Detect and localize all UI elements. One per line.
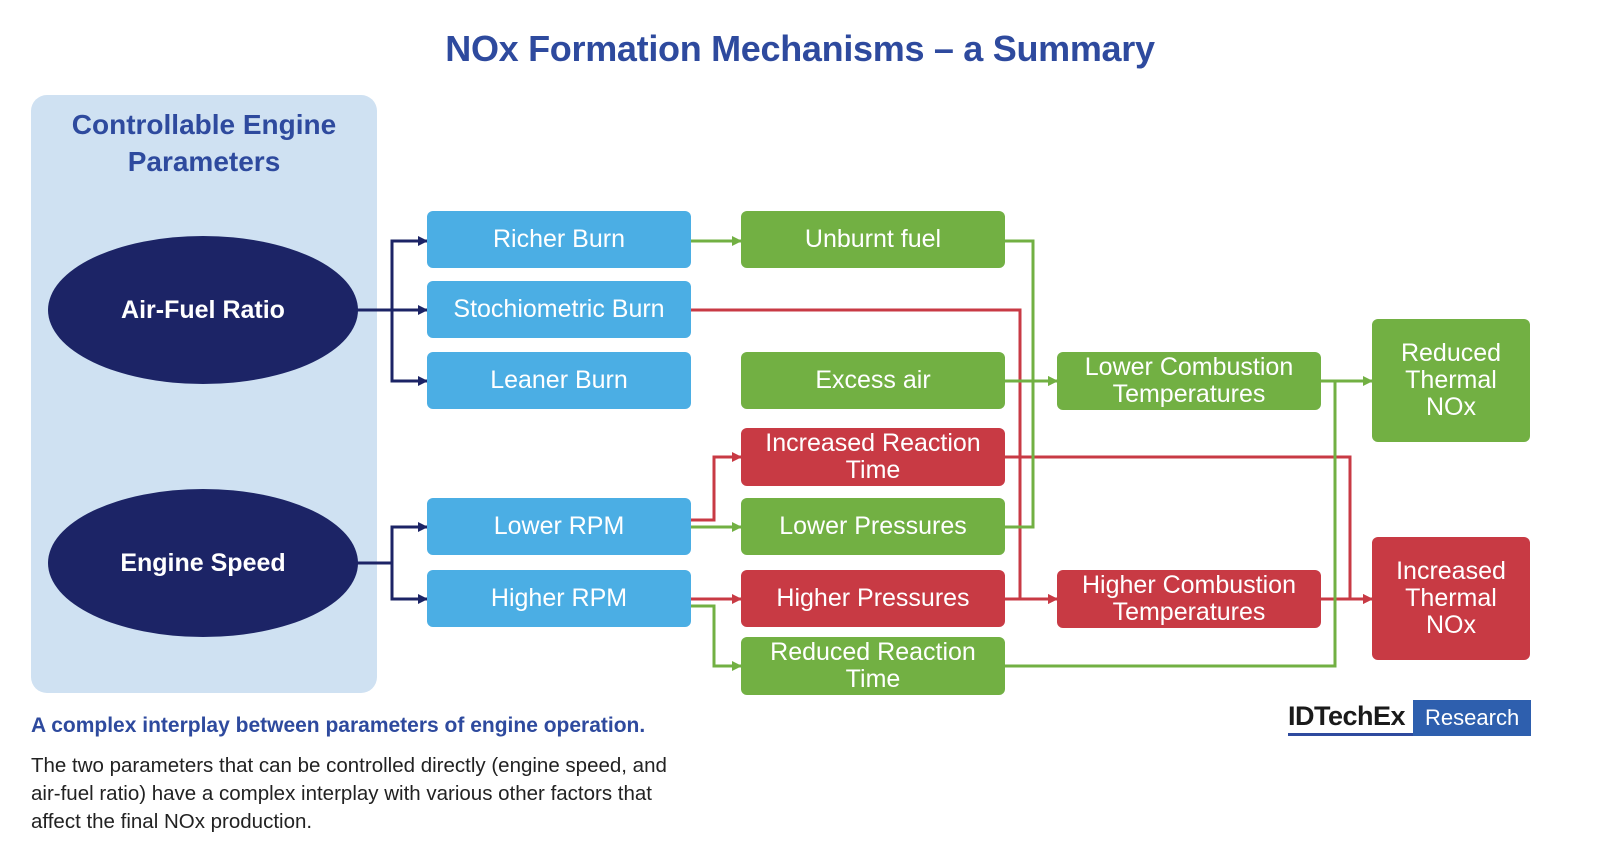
air-fuel-ratio-node: Air-Fuel Ratio	[48, 236, 358, 384]
unburnt-fuel-node: Unburnt fuel	[741, 211, 1005, 268]
richer-burn-node: Richer Burn	[427, 211, 691, 268]
higher-rpm-node: Higher RPM	[427, 570, 691, 627]
panel-title: Controllable Engine Parameters	[71, 109, 337, 177]
arrow-higherrpm-to-reduced-time	[691, 604, 742, 671]
arrow-afr-leaner	[390, 310, 428, 386]
higher-combustion-temperatures-node: Higher Combustion Temperatures	[1057, 570, 1321, 628]
page-title: NOx Formation Mechanisms – a Summary	[445, 28, 1155, 69]
arrow-speed-lower	[357, 522, 428, 565]
leaner-burn-node: Leaner Burn	[427, 352, 691, 409]
arrow-afr-richer	[357, 236, 428, 312]
increased-thermal-nox-node: Increased Thermal NOx	[1372, 537, 1530, 660]
engine-speed-node: Engine Speed	[48, 489, 358, 637]
arrow-speed-higher	[390, 563, 428, 604]
lower-pressures-node: Lower Pressures	[741, 498, 1005, 555]
idtechex-logo: IDTechEx Research	[1288, 700, 1532, 736]
arrow-lowerpressures-to-lower-temps	[1005, 381, 1035, 529]
stoichiometric-burn-node: Stochiometric Burn	[427, 281, 691, 338]
arrow-reduced-time-to-reduced-nox	[1005, 381, 1337, 668]
increased-reaction-time-node: Increased Reaction Time	[741, 428, 1005, 486]
reduced-reaction-time-node: Reduced Reaction Time	[741, 637, 1005, 695]
lower-combustion-temperatures-node: Lower Combustion Temperatures	[1057, 352, 1321, 410]
excess-air-node: Excess air	[741, 352, 1005, 409]
reduced-thermal-nox-node: Reduced Thermal NOx	[1372, 319, 1530, 442]
arrow-lowerrpm-to-increased-time	[691, 452, 742, 522]
caption-description: The two parameters that can be controlle…	[31, 754, 667, 833]
higher-pressures-node: Higher Pressures	[741, 570, 1005, 627]
caption-subtitle: A complex interplay between parameters o…	[31, 714, 646, 737]
lower-rpm-node: Lower RPM	[427, 498, 691, 555]
logo-name: IDTechEx	[1288, 700, 1414, 736]
logo-tag: Research	[1413, 700, 1532, 736]
